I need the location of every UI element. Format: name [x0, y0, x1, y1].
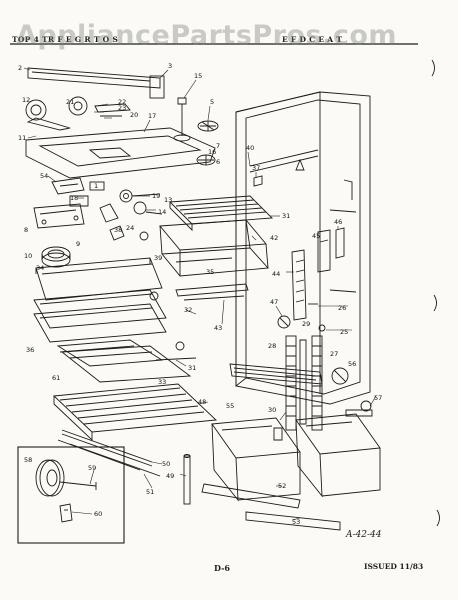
callout-label: 32 — [184, 306, 192, 314]
crisper-support-post-49 — [183, 454, 191, 505]
callout-label: 1 — [94, 182, 98, 190]
callout-label: 61 — [52, 374, 60, 382]
callout-label: 57 — [374, 394, 382, 402]
lamp-socket — [109, 225, 149, 241]
illustration-code: A-42-44 — [346, 530, 382, 540]
callout-label: 58 — [24, 456, 32, 464]
callout-label: 36 — [26, 346, 34, 354]
callout-label: 5 — [210, 98, 214, 106]
callout-label: 19 — [152, 192, 160, 200]
callout-label: 52 — [278, 482, 286, 490]
shelf-support-ladders — [285, 335, 323, 431]
fittings-47-26-25 — [277, 303, 326, 332]
callout-label: 29 — [302, 320, 310, 328]
shelf-knob-10 — [41, 246, 71, 268]
callout-label: 25 — [340, 328, 348, 336]
callout-label: 11 — [18, 134, 26, 142]
callout-label: 42 — [270, 234, 278, 242]
upper-wire-shelf — [168, 195, 274, 232]
inset-roller-detail — [17, 446, 125, 544]
leader-lines — [23, 67, 377, 521]
callout-label: 7 — [216, 142, 220, 150]
shelf-frame-34 — [35, 257, 163, 301]
crisper-drawers — [201, 413, 381, 531]
callout-label: 47 — [270, 298, 278, 306]
callout-label: 60 — [94, 510, 102, 518]
callout-label: 23 — [118, 104, 126, 112]
callout-label: 39 — [154, 254, 162, 262]
callout-label: 48 — [198, 398, 206, 406]
drain-fitting-56-57 — [331, 367, 373, 417]
meat-keeper-drawer — [159, 219, 269, 277]
callout-label: 35 — [206, 268, 214, 276]
callout-label: 2 — [18, 64, 22, 72]
callout-label: 26 — [338, 304, 346, 312]
callout-label: 8 — [24, 226, 28, 234]
callout-label: 3 — [168, 62, 172, 70]
defrost-components — [51, 177, 163, 223]
callout-label: 44 — [272, 270, 280, 278]
drawer-rail-43 — [175, 283, 249, 301]
lower-shelf-61 — [60, 345, 197, 383]
callout-label: 37 — [252, 164, 260, 172]
callout-label: 10 — [24, 252, 32, 260]
callout-labels: 2 3 15 5 12 21 22 23 20 11 17 7 40 37 54… — [18, 62, 382, 526]
callout-label: 15 — [194, 72, 202, 80]
top-cover-rail — [27, 67, 165, 99]
callout-label: 9 — [76, 240, 80, 248]
control-housing-panel — [25, 127, 216, 179]
callout-label: 6 — [216, 158, 220, 166]
callout-label: 14 — [158, 208, 166, 216]
callout-label: 13 — [164, 196, 172, 204]
refrigerator-cabinet — [235, 91, 371, 405]
callout-label: 53 — [292, 518, 300, 526]
callout-label: 16 — [208, 148, 216, 156]
callout-label: 45 — [312, 232, 320, 240]
callout-label: 50 — [162, 460, 170, 468]
callout-label: 31 — [188, 364, 196, 372]
header-right-text: E F D C E A T — [282, 35, 343, 44]
page-number: D-6 — [214, 563, 230, 573]
header-left-text: TOP 4 TR F E G R T O S — [12, 35, 119, 44]
callout-label: 30 — [268, 406, 276, 414]
callout-label: 33 — [158, 378, 166, 386]
callout-label: 22 — [118, 98, 126, 106]
bracket-8 — [33, 203, 85, 229]
callout-label: 59 — [88, 464, 96, 472]
callout-label: 21 — [66, 98, 74, 106]
control-knobs-cluster — [25, 96, 131, 131]
callout-label: 46 — [334, 218, 342, 226]
control-bracket-44 — [291, 227, 345, 321]
callout-label: 34 — [36, 264, 44, 272]
callout-label: 51 — [146, 488, 154, 496]
callout-label: 40 — [246, 144, 254, 152]
binder-mark-middle — [433, 294, 437, 312]
watermark-text: AppliancePartsPros.com — [16, 20, 398, 51]
callout-label: 55 — [226, 402, 234, 410]
callout-label: 38 — [114, 226, 122, 234]
callout-label: 18 — [70, 194, 78, 202]
callout-label: 24 — [126, 224, 134, 232]
base-grille-55 — [229, 363, 323, 385]
lower-glass-shelf-48 — [52, 383, 218, 442]
thermostat-and-fan — [173, 97, 219, 166]
callout-label: 20 — [130, 111, 138, 119]
callout-label: 56 — [348, 360, 356, 368]
binder-mark-bottom — [436, 509, 440, 527]
callout-label: 17 — [148, 112, 156, 120]
callout-label: 49 — [166, 472, 174, 480]
callout-label: 31 — [282, 212, 290, 220]
callout-label: 27 — [330, 350, 338, 358]
callout-label: 12 — [22, 96, 30, 104]
issue-date: ISSUED 11/83 — [364, 562, 424, 571]
callout-label: 28 — [268, 342, 276, 350]
binder-mark-top — [431, 59, 435, 77]
callout-label: 54 — [40, 172, 48, 180]
callout-label: 43 — [214, 324, 222, 332]
shelf-rails-50-51 — [57, 429, 161, 477]
